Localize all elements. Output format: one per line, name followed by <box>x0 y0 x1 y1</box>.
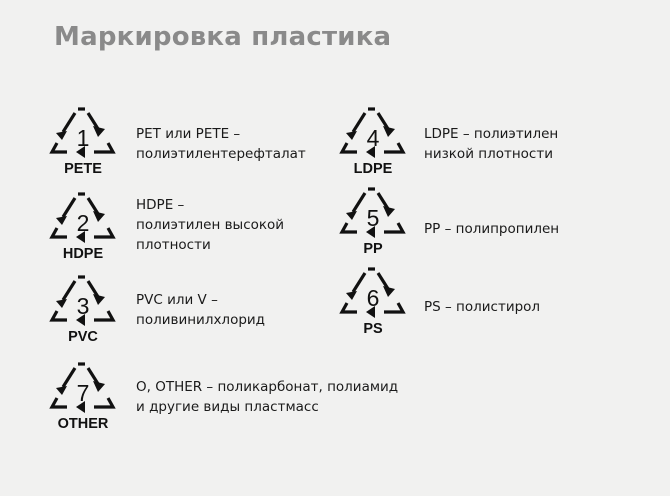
description-line: O, OTHER – поликарбонат, полиамид <box>136 379 399 395</box>
description-line: поливинилхлорид <box>136 312 266 328</box>
page-title: Маркировка пластика <box>54 22 392 52</box>
description-line: LDPE – полиэтилен <box>424 126 559 142</box>
plastic-description: PVC или V – поливинилхлорид <box>136 290 265 330</box>
resin-code-label: LDPE <box>354 161 393 177</box>
description-line: низкой плотности <box>424 146 553 162</box>
resin-code-label: OTHER <box>58 416 109 432</box>
resin-code-number: 5 <box>367 205 380 231</box>
description-line: полиэтилен высокой <box>136 217 285 233</box>
plastic-description: HDPE – полиэтилен высокой плотности <box>136 195 284 255</box>
resin-code-number: 4 <box>367 125 380 151</box>
description-line: полиэтилентерефталат <box>136 146 306 162</box>
resin-code-label: HDPE <box>63 246 104 262</box>
recycling-triangle-icon: 6PS <box>339 267 406 337</box>
resin-code-number: 1 <box>77 125 90 151</box>
description-line: PET или PETE – <box>136 126 241 142</box>
resin-code-label: PS <box>363 321 383 337</box>
description-line: PS – полистирол <box>424 299 541 315</box>
resin-code-number: 7 <box>77 380 90 406</box>
description-line: плотности <box>136 237 211 253</box>
plastic-description: O, OTHER – поликарбонат, полиамид и други… <box>136 377 398 417</box>
recycling-triangle-icon: 5PP <box>339 187 406 257</box>
resin-code-label: PETE <box>64 161 102 177</box>
description-line: PVC или V – <box>136 292 218 308</box>
resin-code-label: PP <box>363 241 383 257</box>
plastic-description: PP – полипропилен <box>424 219 559 239</box>
description-line: и другие виды пластмасс <box>136 399 319 415</box>
description-line: HDPE – <box>136 197 185 213</box>
plastic-description: PS – полистирол <box>424 297 540 317</box>
description-line: PP – полипропилен <box>424 221 560 237</box>
plastic-description: LDPE – полиэтилен низкой плотности <box>424 124 558 164</box>
resin-code-number: 3 <box>77 293 90 319</box>
plastic-description: PET или PETE – полиэтилентерефталат <box>136 124 306 164</box>
resin-code-number: 2 <box>77 210 90 236</box>
resin-code-number: 6 <box>367 285 380 311</box>
resin-code-label: PVC <box>68 329 98 345</box>
